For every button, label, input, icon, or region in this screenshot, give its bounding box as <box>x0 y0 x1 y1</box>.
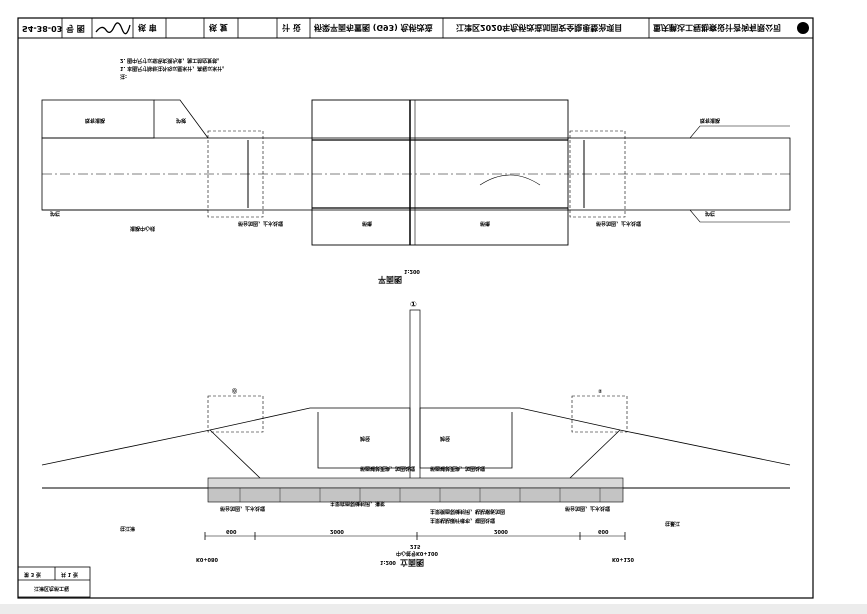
plan-view-title: 平面图 <box>378 275 402 284</box>
beam-note-2: 主梁侧面裂缝封闭，粘贴钢板加固 <box>430 508 505 515</box>
center-elev: 215 <box>410 543 421 549</box>
left-direction-label: 往江津 <box>119 525 135 532</box>
left-road-label: 既有道路 <box>85 117 106 124</box>
pier-marker: ① <box>410 300 417 309</box>
table-title: 江津区危桥工程 <box>34 585 69 592</box>
dim-3: 2000 <box>494 528 508 534</box>
drawing-number: S4-38-03 <box>22 24 62 33</box>
drawing-title: 桥梁平面布置图 (G93) 危桥改造 <box>314 23 433 33</box>
plan-note-1: 2. 图中尺寸以现场实测为准，施工前应复核。 <box>120 57 222 64</box>
checker-label: 核 复 <box>209 23 229 33</box>
center-line-label: 道路中心线 <box>130 225 155 232</box>
elevation-view: ① ⓪ ② 主梁底面裂缝封闭，灌浆 主梁侧面裂缝封闭，粘贴钢板加固 主梁粘贴碳纤… <box>41 300 791 568</box>
right-station: K0+120 <box>612 556 635 562</box>
dim-2: 2000 <box>330 528 344 534</box>
dim-1: 600 <box>226 528 237 534</box>
reviewer-label: 核 审 <box>138 23 157 33</box>
company-logo-icon <box>797 22 809 34</box>
deck-left-label: 桥面铺装更换，加固处理 <box>360 465 415 472</box>
plan-left-abutment-label: 桥台加固，止水处理 <box>238 220 283 227</box>
plan-pier-left-label: 桥墩 <box>362 220 373 227</box>
project-name: 江津区2020年危桥改造加固安全隐患整治项目 <box>456 23 622 33</box>
designer-label: 计 设 <box>282 23 301 33</box>
company-name: 重庆鹏达工程勘察设计咨询有限公司 <box>653 23 781 33</box>
plan-pier-right-label: 桥墩 <box>480 220 491 227</box>
signature <box>95 22 131 35</box>
deck-right-label: 桥面铺装更换，加固处理 <box>430 465 485 472</box>
elev-abutment-right-label: 桥台加固，止水处理 <box>565 505 610 512</box>
abutment-left-marker: ⓪ <box>232 388 237 395</box>
guardrail-right-label: 护栏 <box>705 210 715 217</box>
elev-abutment-left-label: 桥台加固，止水处理 <box>220 505 265 512</box>
plan-right-abutment-label: 桥台加固，止水处理 <box>596 220 641 227</box>
beam-note-3: 主梁粘贴碳纤维布，锚固处理 <box>430 517 495 524</box>
plan-view-scale: 1:200 <box>404 268 420 274</box>
plan-note-3: 注: <box>120 73 127 80</box>
sheet-of: 第 3 张 <box>24 571 42 578</box>
plan-view: 2. 图中尺寸以现场实测为准，施工前应复核。 1. 本图尺寸除标注外均以厘米计，… <box>41 57 791 284</box>
left-station: K0+080 <box>196 556 219 562</box>
beam-note-1: 主梁底面裂缝封闭，灌浆 <box>330 500 386 507</box>
elevation-view-title: 立面图 <box>400 558 424 568</box>
plan-note-2: 1. 本图尺寸除标注外均以厘米计，高程以米计。 <box>120 65 227 72</box>
viewer-bottom-bar <box>0 604 867 614</box>
center-station: 中心桩号K0+100 <box>396 550 439 557</box>
span-right-label: 跨径 <box>440 435 450 442</box>
guardrail-left-label: 护栏 <box>50 210 60 217</box>
right-road-label: 既有道路 <box>700 117 721 124</box>
right-direction-label: 往綦江 <box>664 520 680 527</box>
drawing-number-label: 号 图 <box>66 24 85 33</box>
sheet-counter-table: 第 3 张 共 1 张 江津区危桥工程 <box>17 566 91 598</box>
span-left-label: 跨径 <box>360 435 370 442</box>
sheet-total: 共 1 张 <box>61 571 79 578</box>
abutment-right-marker: ② <box>598 389 602 395</box>
title-block: S4-38-03 号 图 核 审 核 复 计 设 桥梁平面布置图 (G93) 危… <box>17 17 814 39</box>
dim-4: 600 <box>598 528 609 534</box>
slope-label: 护坡 <box>176 117 187 124</box>
elevation-view-scale: 1:200 <box>380 559 396 565</box>
